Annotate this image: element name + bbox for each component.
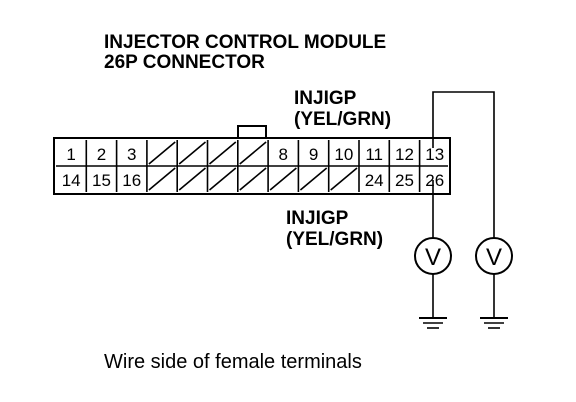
pin-number: 13 <box>425 145 444 164</box>
pin-number: 25 <box>395 171 414 190</box>
empty-cavity <box>330 167 358 191</box>
pin-number: 11 <box>365 145 383 164</box>
pin-number: 26 <box>425 171 444 190</box>
pin-number: 16 <box>122 171 141 190</box>
ground-icon <box>419 317 447 329</box>
voltmeter-symbol: V <box>425 244 441 271</box>
empty-cavity <box>148 167 176 191</box>
probe-wire-pin13 <box>432 91 495 238</box>
pin-number: 1 <box>66 145 75 164</box>
ground-icon <box>480 317 508 329</box>
connector-frame <box>53 137 451 195</box>
empty-cavity <box>239 167 267 191</box>
diagram-title-line1: INJECTOR CONTROL MODULE <box>104 32 386 53</box>
empty-cavity <box>208 141 237 165</box>
pin-number: 2 <box>97 145 106 164</box>
pin-number: 14 <box>62 171 81 190</box>
connector-lock-tab <box>237 125 267 139</box>
voltmeter-left: V <box>414 237 452 329</box>
pin-number: 3 <box>127 145 136 164</box>
probe-top-name: INJIGP <box>294 88 357 109</box>
pin-number: 9 <box>309 145 318 164</box>
connector-bottom-row: 14 15 16 24 25 26 <box>62 166 444 192</box>
pin-number: 8 <box>279 145 288 164</box>
pin-number: 10 <box>334 145 353 164</box>
empty-cavity <box>148 141 176 165</box>
diagram-title-line2: 26P CONNECTOR <box>104 52 265 73</box>
empty-cavity <box>178 167 207 191</box>
probe-bottom-name: INJIGP <box>286 208 349 229</box>
probe-bottom-wire: (YEL/GRN) <box>286 229 383 250</box>
probe-top-wire: (YEL/GRN) <box>294 109 391 130</box>
empty-cavity <box>239 141 267 165</box>
empty-cavity <box>208 167 237 191</box>
pin-number: 12 <box>395 145 414 164</box>
diagram-caption: Wire side of female terminals <box>104 351 362 373</box>
empty-cavity <box>299 167 328 191</box>
voltmeter-symbol: V <box>486 244 502 271</box>
empty-cavity <box>269 167 297 191</box>
pin-number: 15 <box>92 171 111 190</box>
pin-number: 24 <box>365 171 384 190</box>
empty-cavity <box>178 141 207 165</box>
voltmeter-right: V <box>475 237 513 329</box>
